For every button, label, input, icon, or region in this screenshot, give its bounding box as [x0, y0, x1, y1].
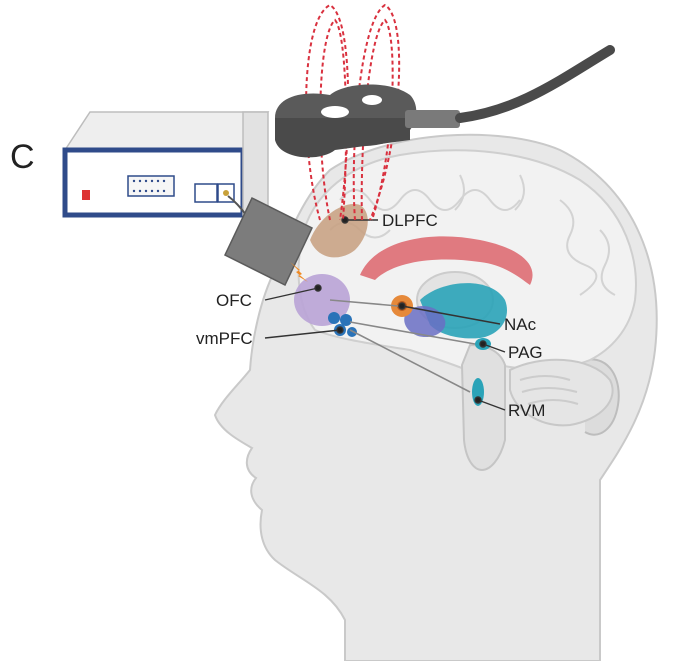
label-ofc: OFC — [216, 291, 252, 310]
striatum-purple — [404, 305, 446, 338]
label-rvm: RVM — [508, 401, 545, 420]
pathway-arrows — [329, 299, 476, 393]
cerebellum — [509, 358, 614, 427]
brain-gyri — [329, 174, 616, 296]
electrode-pad — [224, 196, 313, 287]
corpus-callosum — [360, 236, 533, 285]
vmpfc-cluster — [328, 312, 357, 337]
brainstem — [460, 343, 506, 472]
current-bolt — [290, 262, 308, 282]
label-vmpfc: vmPFC — [196, 329, 253, 348]
panel-label: C — [10, 138, 35, 176]
tms-coil — [275, 45, 615, 158]
label-dlpfc: DLPFC — [382, 211, 438, 230]
stimulator-device — [62, 111, 270, 218]
brain-outline — [297, 149, 637, 382]
dlpfc-region — [310, 204, 368, 258]
label-nac: NAc — [504, 315, 537, 334]
label-pag: PAG — [508, 343, 543, 362]
